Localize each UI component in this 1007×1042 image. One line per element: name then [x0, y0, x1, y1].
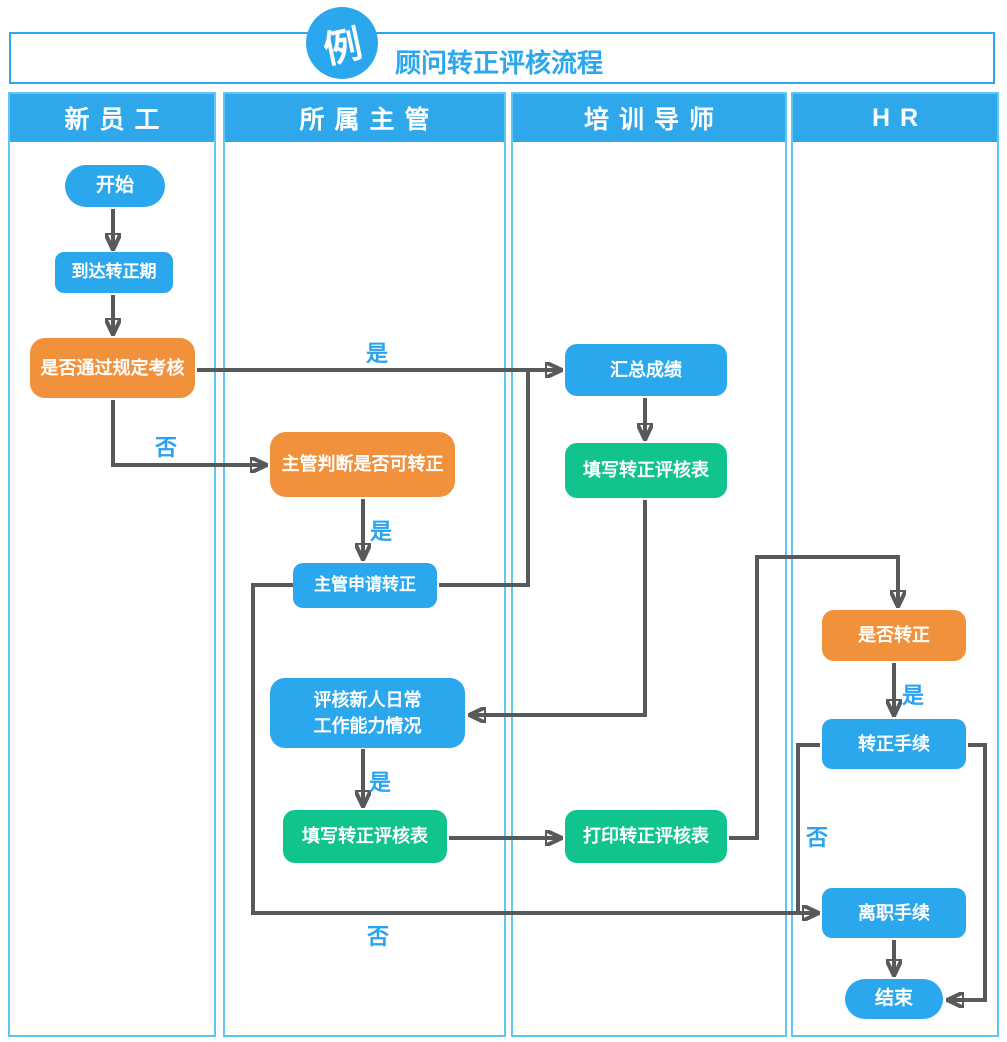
lane-mentor: 培训导师: [511, 92, 787, 1037]
node-fill-form-supervisor: 填写转正评核表: [283, 810, 447, 863]
node-end: 结束: [845, 979, 943, 1019]
edge-label-pass-no: 否: [155, 435, 178, 460]
lane-header-supervisor: 所属主管: [225, 94, 504, 142]
lane-header-mentor: 培训导师: [513, 94, 785, 142]
node-resign-procedure: 离职手续: [822, 888, 966, 938]
edge-procedure-end: [949, 743, 987, 1000]
edge-label-procedure-no: 否: [806, 825, 829, 850]
edge-fill-evaluate: [471, 500, 647, 715]
node-supervisor-apply: 主管申请转正: [293, 563, 437, 608]
node-reach-period: 到达转正期: [55, 252, 173, 293]
node-pass-exam-decision: 是否通过规定考核: [30, 338, 195, 398]
edge-apply-summarize: [439, 370, 530, 587]
edge-pass-judge-no: [111, 400, 265, 465]
node-start: 开始: [65, 165, 165, 207]
lane-header-hr: HR: [793, 94, 997, 142]
node-summarize-scores: 汇总成绩: [565, 344, 727, 396]
edge-label-pass-yes: 是: [366, 341, 389, 366]
edge-label-regular-yes: 是: [902, 683, 925, 708]
node-regularize-procedure: 转正手续: [822, 719, 966, 769]
page-title: 顾问转正评核流程: [395, 48, 604, 78]
edge-procedure-resign-no: [796, 743, 820, 915]
edge-label-apply-no: 否: [367, 924, 390, 949]
title-bar: [9, 32, 995, 84]
node-is-regularized-decision: 是否转正: [822, 610, 966, 661]
node-supervisor-judge-decision: 主管判断是否可转正: [270, 432, 455, 497]
edge-label-evaluate-yes: 是: [369, 770, 392, 795]
example-badge-text: 例: [319, 22, 366, 72]
edge-print-isregular: [729, 555, 898, 840]
lane-hr: HR: [791, 92, 999, 1037]
node-evaluate-daily-ability: 评核新人日常 工作能力情况: [270, 678, 465, 748]
node-fill-form-mentor: 填写转正评核表: [565, 443, 727, 498]
edge-apply-resign-no: [251, 583, 817, 913]
edge-label-judge-yes: 是: [370, 519, 393, 544]
node-print-form: 打印转正评核表: [565, 810, 727, 863]
lane-header-new-employee: 新员工: [10, 94, 214, 142]
example-badge-icon: 例: [306, 7, 378, 79]
